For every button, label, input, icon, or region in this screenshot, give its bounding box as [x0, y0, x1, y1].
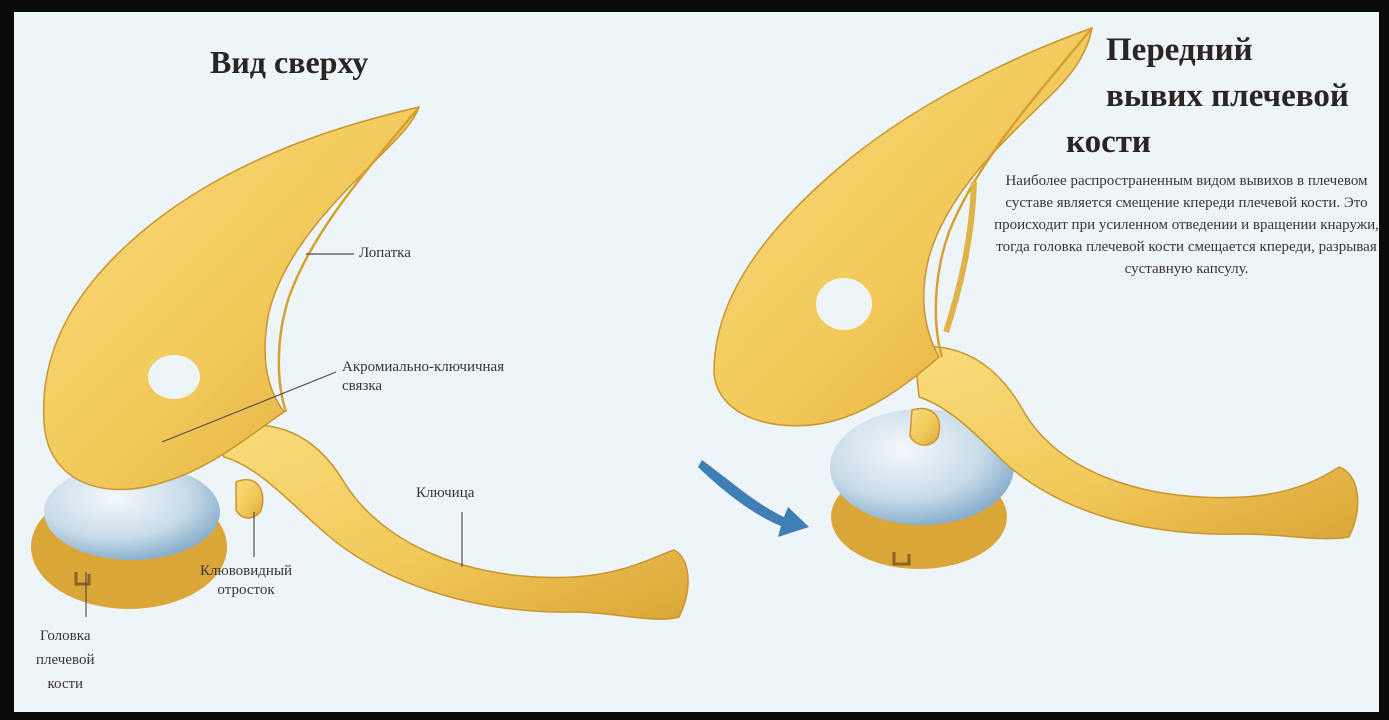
dislocation-title-line2: вывих плечевой	[1106, 78, 1349, 115]
diagram-art	[14, 12, 1379, 712]
label-acromioclavicular-ligament: Акромиально-ключичная связка	[342, 358, 504, 396]
label-humeral-head: Головка плечевой кости	[36, 624, 95, 696]
label-scapula: Лопатка	[359, 244, 411, 263]
diagram-frame: Вид сверху Лопатка Акромиально-ключичная…	[14, 12, 1379, 712]
left-scapula-bone	[44, 107, 419, 490]
label-clavicle: Ключица	[416, 484, 474, 503]
dislocation-arrow-icon	[698, 460, 809, 537]
right-coracoid-process	[910, 409, 940, 446]
dislocation-title-line1: Передний	[1106, 32, 1253, 69]
right-scapula-notch	[816, 278, 872, 330]
top-view-title: Вид сверху	[210, 44, 368, 81]
label-coracoid-process: Клювовидный отросток	[200, 562, 292, 600]
dislocation-title-line3: кости	[1066, 124, 1151, 161]
dislocation-description: Наиболее распространенным видом вывихов …	[994, 170, 1379, 280]
left-scapula-notch	[148, 355, 200, 399]
left-coracoid-process	[236, 480, 263, 518]
